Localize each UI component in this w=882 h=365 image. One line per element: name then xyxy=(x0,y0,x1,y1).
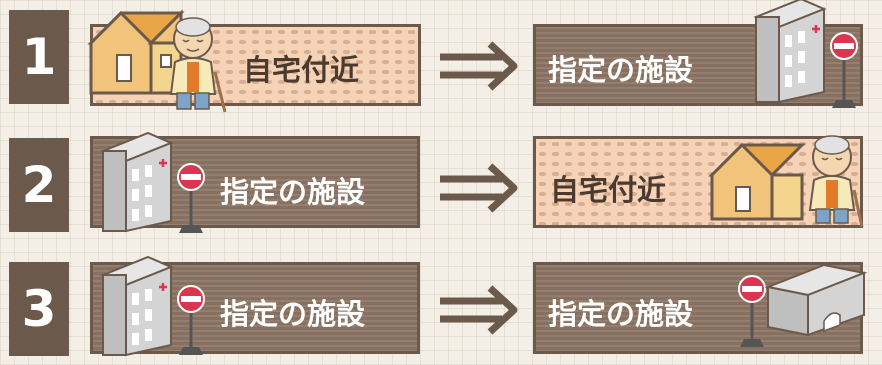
location-label: 指定の施設 xyxy=(220,297,366,331)
location-label: 自宅付近 xyxy=(243,53,360,87)
hospital-building-icon xyxy=(100,131,174,233)
from-panel-home: 自宅付近 xyxy=(87,9,421,113)
row-number: 2 xyxy=(9,138,69,232)
elderly-person-icon xyxy=(169,17,227,113)
location-label: 指定の施設 xyxy=(548,53,694,87)
route-row-1: 1 自宅付近 指定の施設 xyxy=(0,0,882,114)
house-icon xyxy=(87,9,185,95)
bus-stop-sign-icon xyxy=(738,275,766,347)
hospital-building-icon xyxy=(100,255,174,357)
house-icon xyxy=(708,142,806,221)
location-label: 自宅付近 xyxy=(550,173,667,207)
location-label: 指定の施設 xyxy=(220,175,366,209)
from-panel-facility: 指定の施設 xyxy=(90,131,420,233)
to-panel-facility: 指定の施設 xyxy=(533,262,868,354)
elderly-person-icon xyxy=(808,135,864,228)
to-panel-facility: 指定の施設 xyxy=(533,0,863,108)
bus-stop-sign-icon xyxy=(830,32,858,108)
hospital-building-icon xyxy=(753,0,827,104)
bus-stop-sign-icon xyxy=(177,285,205,355)
row-number: 3 xyxy=(9,262,69,356)
arrow-right-icon xyxy=(440,163,518,213)
from-panel-facility: 指定の施設 xyxy=(90,255,420,357)
to-panel-home: 自宅付近 xyxy=(533,135,864,228)
arrow-right-icon xyxy=(440,41,518,91)
route-row-2: 2 指定の施設 自宅付近 xyxy=(0,131,882,238)
route-row-3: 3 指定の施設 指定の施設 xyxy=(0,255,882,360)
bus-stop-sign-icon xyxy=(177,163,205,233)
row-number: 1 xyxy=(9,10,69,104)
facility-building-icon xyxy=(764,263,868,337)
arrow-right-icon xyxy=(440,285,518,335)
location-label: 指定の施設 xyxy=(548,297,694,331)
